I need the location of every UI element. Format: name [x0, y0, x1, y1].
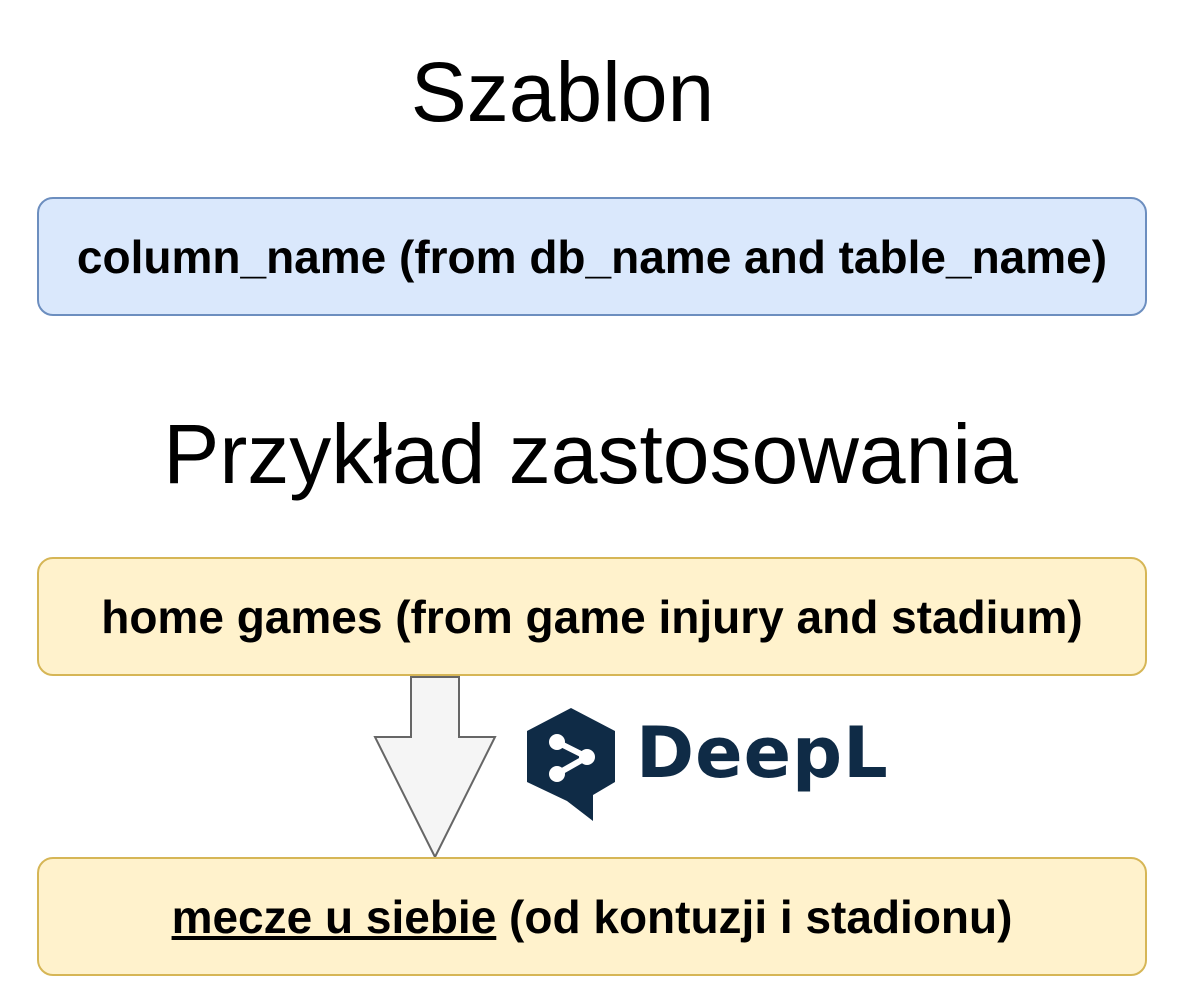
deepl-wordmark: DeepL — [636, 712, 889, 794]
template-box-label: column_name (from db_name and table_name… — [76, 230, 1108, 283]
template-title: Szablon — [410, 45, 715, 139]
result-box-rest: (od kontuzji i stadionu) — [496, 890, 1013, 943]
template-box: column_name (from db_name and table_name… — [37, 197, 1147, 316]
deepl-logo-icon — [527, 708, 615, 821]
result-box-underlined: mecze u siebie — [171, 890, 497, 943]
down-arrow-icon — [373, 676, 497, 860]
example-title: Przykład zastosowania — [163, 407, 1018, 501]
result-box: mecze u siebie (od kontuzji i stadionu) — [37, 857, 1147, 976]
source-box-label: home games (from game injury and stadium… — [101, 590, 1083, 643]
source-box: home games (from game injury and stadium… — [37, 557, 1147, 676]
